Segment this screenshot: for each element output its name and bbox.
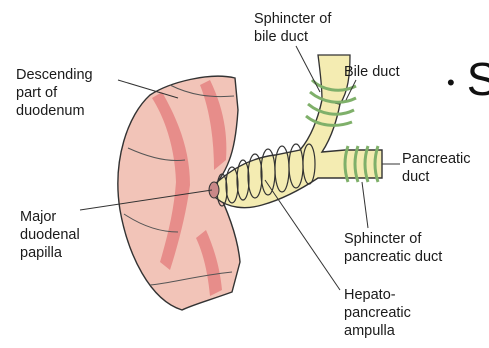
label-hepatopancreatic-ampulla: Hepato- pancreatic ampulla — [344, 286, 411, 340]
leader-sphincter-pancreatic — [362, 182, 368, 228]
label-major-papilla: Major duodenal papilla — [20, 208, 80, 262]
slide-bullet: •S — [447, 56, 489, 106]
label-sphincter-pancreatic-duct: Sphincter of pancreatic duct — [344, 230, 442, 266]
label-sphincter-bile-duct: Sphincter of bile duct — [254, 10, 331, 46]
leader-ampulla — [265, 180, 340, 290]
label-bile-duct: Bile duct — [344, 63, 400, 81]
bullet-dot: • — [447, 70, 455, 95]
label-descending-duodenum: Descending part of duodenum — [16, 66, 93, 120]
bullet-text: S — [467, 53, 489, 105]
leader-sphincter-bile — [296, 46, 320, 92]
label-pancreatic-duct: Pancreatic duct — [402, 150, 471, 186]
